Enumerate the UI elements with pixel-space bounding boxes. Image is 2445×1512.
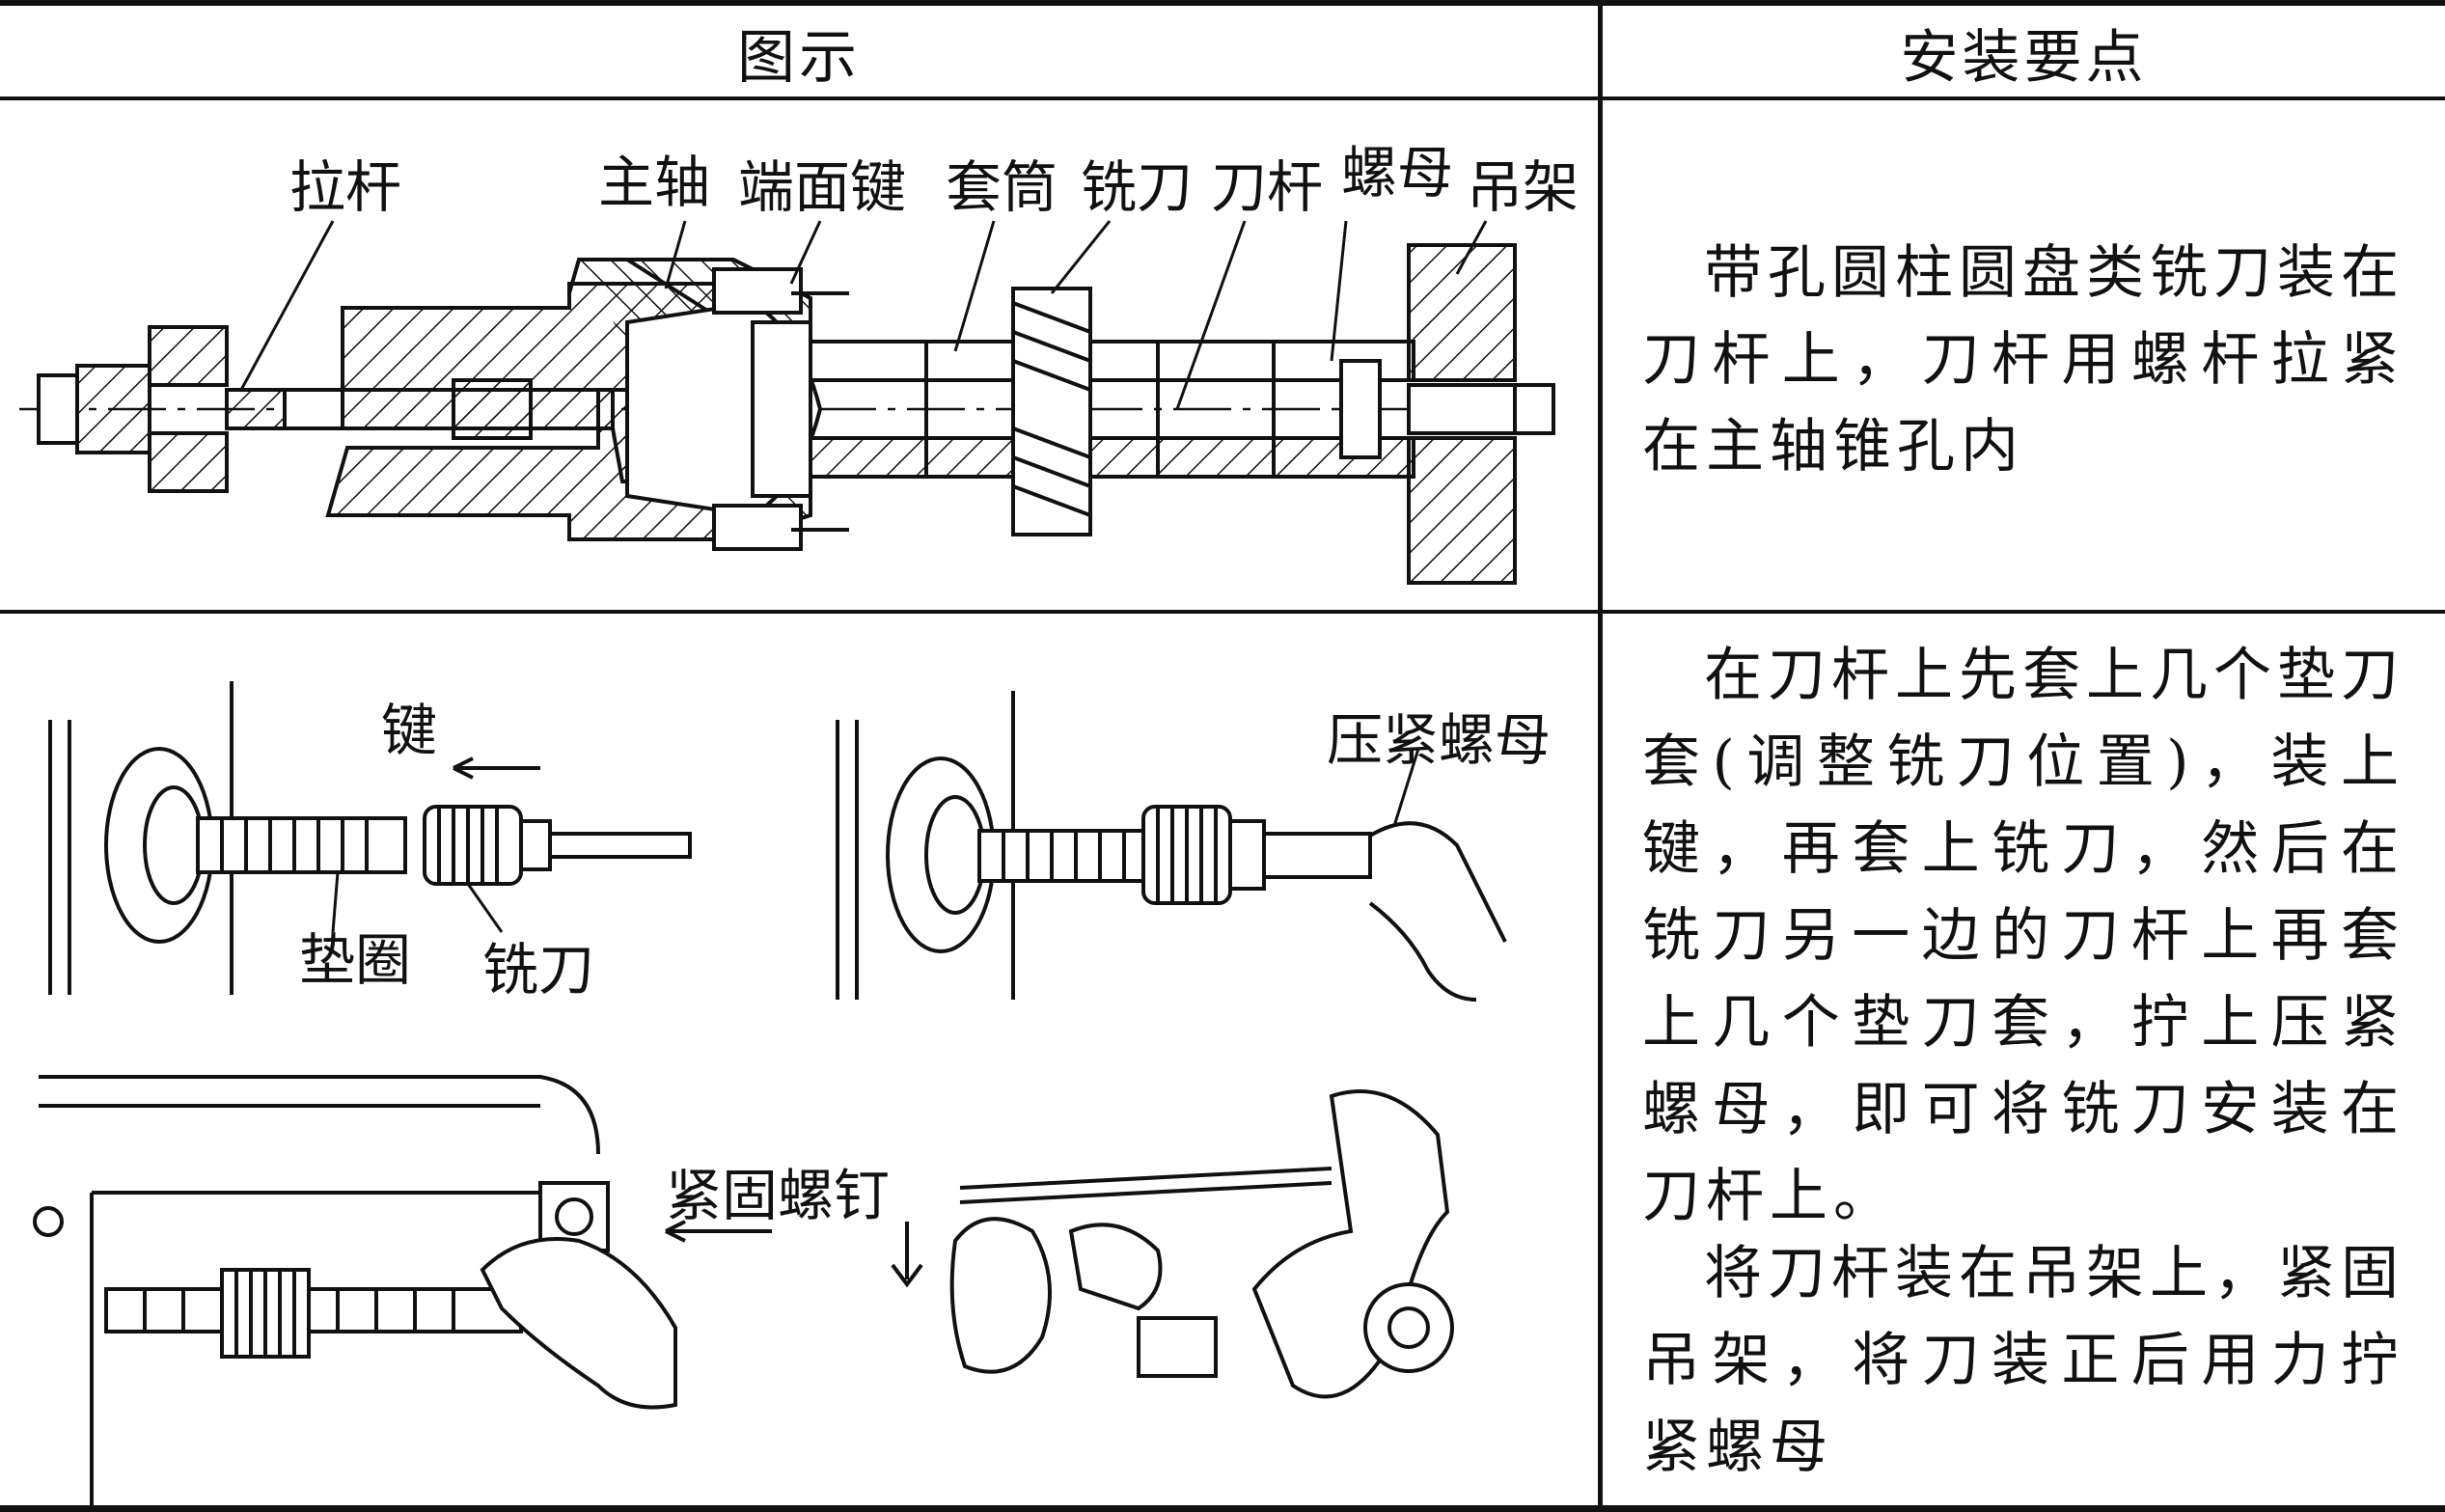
label-arbor: 刀杆	[1211, 154, 1324, 220]
label-cutter-lower: 铣刀	[482, 937, 595, 1003]
table-top-rule	[0, 0, 2445, 6]
cutter-mounting-drawings	[33, 681, 1507, 1511]
row2-key-points-text-1: 在刀杆上先套上几个垫刀套(调整铣刀位置)，装上键，再套上铣刀，然后在铣刀另一边的…	[1642, 642, 2404, 1230]
label-pull-rod: 拉杆	[289, 154, 402, 220]
table-bottom-rule	[0, 1505, 2445, 1512]
label-hanger: 吊架	[1467, 154, 1580, 220]
header-key-points: 安装要点	[1900, 23, 2148, 92]
row1-key-points-text: 带孔圆柱圆盘类铣刀装在刀杆上，刀杆用螺杆拉紧在主轴锥孔内	[1642, 239, 2404, 481]
label-press-nut: 压紧螺母	[1327, 707, 1552, 773]
arbor-assembly-drawing	[19, 220, 1555, 585]
label-spindle: 主轴	[598, 150, 711, 215]
label-set-screw: 紧固螺钉	[666, 1163, 891, 1228]
row-divider	[0, 610, 2445, 614]
label-end-key: 端面键	[738, 154, 907, 220]
column-divider	[1598, 0, 1603, 1512]
row2-key-points-text-2: 将刀杆装在吊架上，紧固吊架，将刀装正后用力拧紧螺母	[1642, 1240, 2404, 1481]
header-bottom-rule	[0, 96, 2445, 100]
label-washer: 垫圈	[299, 927, 412, 993]
label-milling-cutter: 铣刀	[1081, 154, 1194, 220]
label-nut: 螺母	[1341, 140, 1454, 206]
label-sleeve: 套筒	[946, 154, 1058, 220]
header-diagram: 图示	[737, 23, 861, 92]
label-key: 键	[381, 698, 438, 763]
